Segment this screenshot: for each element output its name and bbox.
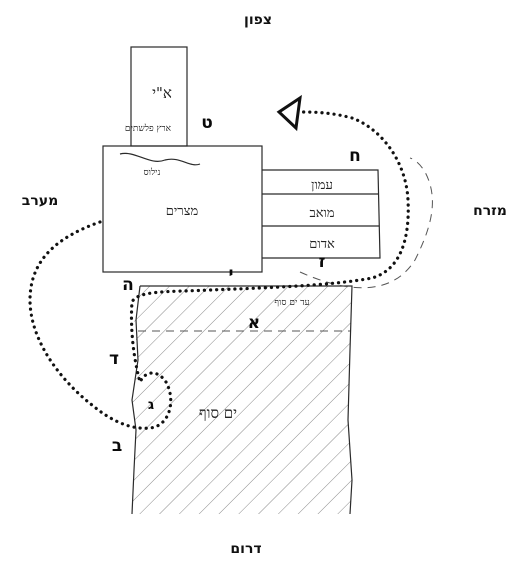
point-he: ה xyxy=(122,275,134,295)
sea-note-label: עד ים סוף xyxy=(274,298,309,308)
north-label: צפון xyxy=(244,12,272,28)
egypt-label: מצרים xyxy=(166,204,199,219)
wilderness-route xyxy=(28,110,410,430)
red-sea-label: ים סוף xyxy=(199,404,237,422)
point-gimel: ג xyxy=(148,397,154,413)
nation-edom: אדום xyxy=(309,237,335,252)
nations-table xyxy=(262,169,381,259)
point-zayin: ז xyxy=(319,252,326,272)
south-label: דרום xyxy=(230,541,261,557)
east-label: מזרח xyxy=(473,203,507,219)
nation-ammon: עמון xyxy=(311,178,333,193)
point-alef: א xyxy=(248,313,260,333)
red-sea-region xyxy=(131,285,353,515)
nation-moab: מואב xyxy=(309,206,334,221)
point-yod: י xyxy=(228,264,233,284)
nile-label: נילוס xyxy=(144,167,161,178)
israel-note-label: ארץ פלשתים xyxy=(125,123,172,134)
point-het: ח xyxy=(349,146,361,166)
egypt-region xyxy=(102,145,263,273)
west-label: מערב xyxy=(22,193,58,209)
direct-route-line xyxy=(299,157,433,289)
nile-line xyxy=(119,152,201,166)
point-bet: ב xyxy=(112,436,122,456)
point-tet: ט xyxy=(201,113,213,133)
israel-label: א"י xyxy=(152,84,172,102)
point-dalet: ד xyxy=(109,349,119,369)
destination-arrow xyxy=(276,94,302,132)
